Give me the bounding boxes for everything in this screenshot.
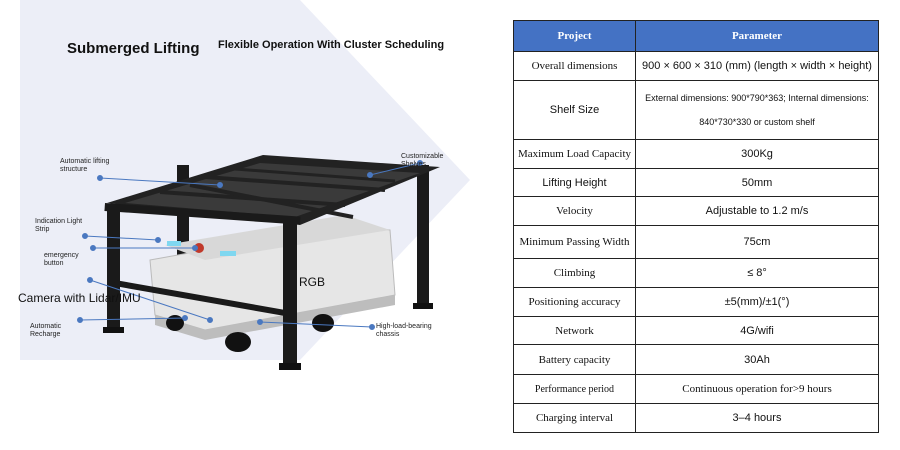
callout-recharge: Automatic Recharge [30,323,62,338]
subtitle: Flexible Operation With Cluster Scheduli… [218,39,445,51]
row-key: Velocity [513,196,636,226]
row-key: Minimum Passing Width [513,225,636,259]
callout-indication-strip: Indication Light Strip [35,218,83,233]
row-value: 900 × 600 × 310 (mm) (length × width × h… [635,51,879,81]
row-key: Positioning accuracy [513,287,636,317]
row-key: Shelf Size [513,80,636,140]
row-value: ≤ 8° [635,258,879,288]
row-key: Battery capacity [513,344,636,375]
row-key: Maximum Load Capacity [513,139,636,169]
row-value: 300Kg [635,139,879,169]
table-row: Overall dimensions 900 × 600 × 310 (mm) … [513,51,879,81]
main-title: Submerged Lifting [67,40,200,57]
table-row: Maximum Load Capacity 300Kg [513,139,879,169]
row-value: Continuous operation for>9 hours [635,374,879,404]
row-key: Charging interval [513,403,636,433]
row-key: Lifting Height [513,168,636,197]
table-row: Performance period Continuous operation … [513,374,879,404]
row-value: 3–4 hours [635,403,879,433]
row-value: ±5(mm)/±1(°) [635,287,879,317]
row-value: 75cm [635,225,879,259]
shelf-size-line-2: 840*730*330 or custom shelf [699,117,815,127]
callout-lines [77,160,423,330]
table-row: Positioning accuracy ±5(mm)/±1(°) [513,287,879,317]
callout-chassis: High-load-bearing chassis [376,323,432,338]
table-row: Charging interval 3–4 hours [513,403,879,433]
callout-rgb: RGB [299,275,326,289]
row-key: Climbing [513,258,636,288]
table-row: Climbing ≤ 8° [513,258,879,288]
row-key: Overall dimensions [513,51,636,81]
table-row: Minimum Passing Width 75cm [513,225,879,259]
header-parameter: Parameter [635,20,879,52]
spec-table: Project Parameter Overall dimensions 900… [513,20,879,433]
table-row: Battery capacity 30Ah [513,344,879,375]
header-project: Project [513,20,636,52]
table-row: Network 4G/wifi [513,316,879,345]
table-row: Lifting Height 50mm [513,168,879,197]
row-value: 4G/wifi [635,316,879,345]
callout-lifting-structure: Automatic lifting structure [60,158,110,173]
row-value: 30Ah [635,344,879,375]
row-value: External dimensions: 900*790*363; Intern… [635,80,879,140]
callout-camera: Camera with Lidar/IMU [18,291,141,305]
callout-shelves: Customizable Shelves [401,153,444,168]
row-key: Performance period [513,374,636,404]
shelf-size-line-1: External dimensions: 900*790*363; Intern… [645,93,869,103]
row-value: Adjustable to 1.2 m/s [635,196,879,226]
table-header-row: Project Parameter [513,20,879,52]
agv-robot-illustration [103,155,440,370]
row-value: 50mm [635,168,879,197]
callout-emergency-button: emergency button [44,252,79,267]
row-key: Network [513,316,636,345]
table-row: Shelf Size External dimensions: 900*790*… [513,80,879,140]
table-row: Velocity Adjustable to 1.2 m/s [513,196,879,226]
